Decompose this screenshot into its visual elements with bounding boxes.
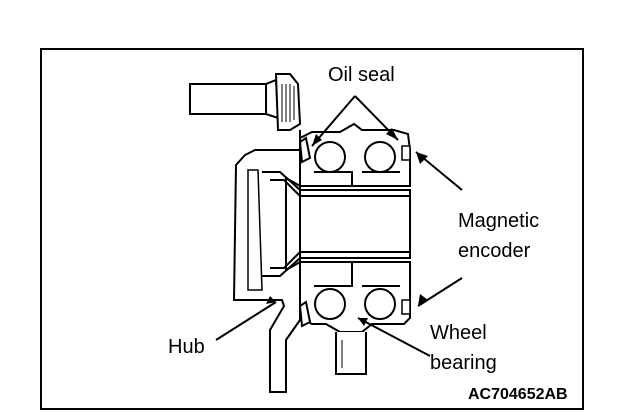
label-magnetic-encoder-line2: encoder (458, 240, 531, 262)
label-wheel-bearing-line2: bearing (430, 352, 497, 374)
label-magnetic-encoder-line1: Magnetic (458, 210, 540, 232)
hub-body (262, 171, 411, 277)
hub-flange (232, 130, 301, 393)
label-oil-seal: Oil seal (328, 64, 395, 86)
diagram-frame (40, 48, 584, 410)
label-hub: Hub (168, 336, 205, 358)
lower-bearing (298, 261, 411, 333)
knuckle-stub (335, 332, 367, 375)
label-wheel-bearing-line1: Wheel (430, 322, 487, 344)
arrowheads (266, 128, 428, 326)
figure-code: AC704652AB (468, 386, 568, 403)
upper-bearing (298, 122, 411, 187)
wheel-stud (189, 73, 302, 131)
